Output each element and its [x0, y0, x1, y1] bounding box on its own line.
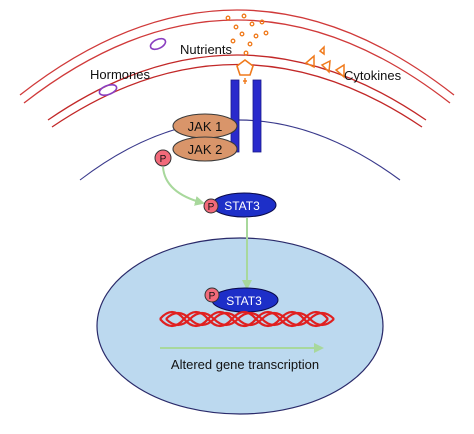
cytokine-triangle-icon	[304, 54, 315, 69]
outer-membrane-line-2	[23, 19, 451, 104]
nutrient-dot-icon	[233, 24, 239, 30]
nutrient-dots	[225, 13, 269, 56]
phosphate-stat3-cytoplasm	[203, 198, 219, 214]
dna-strand-4	[165, 311, 335, 327]
transcription-label: Altered gene transcription	[171, 357, 319, 372]
hormone-oval-icon	[98, 83, 118, 97]
cytokines-label: Cytokines	[344, 68, 402, 83]
cytoplasm-boundary-line	[79, 119, 401, 181]
nutrient-dot-icon	[241, 13, 247, 19]
nutrient-dot-icon	[225, 15, 231, 21]
receptor-right-chain	[252, 79, 262, 153]
outer-membrane-line-1	[19, 9, 455, 96]
hormone-oval-icon	[149, 37, 167, 51]
nutrient-dot-icon	[243, 50, 249, 56]
inner-membrane-line-2	[51, 63, 423, 128]
cytokine-triangles	[304, 45, 345, 79]
phosphate-stat3-nucleus	[204, 287, 220, 303]
nutrient-dot-icon	[249, 21, 255, 27]
jak2-label: JAK 2	[188, 142, 223, 157]
nutrients-label: Nutrients	[180, 42, 233, 57]
nutrient-dot-icon	[253, 33, 259, 39]
nutrient-dot-icon	[239, 31, 245, 37]
cytokine-triangle-icon	[318, 45, 325, 56]
activation-arrow	[162, 166, 205, 206]
nutrient-dot-icon	[259, 19, 265, 25]
cytokine-triangle-icon	[320, 59, 331, 74]
nutrient-dot-icon	[230, 38, 236, 44]
cytokine-triangle-icon	[334, 63, 345, 79]
phosphate-jak	[154, 149, 172, 167]
receptor-left-chain	[230, 79, 240, 153]
jak1-label: JAK 1	[188, 119, 223, 134]
nutrient-dot-icon	[263, 30, 269, 36]
stat3-cytoplasm-label: STAT3	[224, 199, 260, 213]
dna-helix-icon	[159, 310, 335, 328]
phosphate-jak-label: P	[160, 154, 167, 165]
jak2-protein	[172, 136, 238, 162]
hormones-label: Hormones	[90, 67, 150, 82]
nutrient-dot-icon	[247, 41, 253, 47]
dna-strand-3	[165, 311, 335, 327]
ligand-binding-mark	[243, 78, 247, 84]
inner-membrane-line-1	[47, 54, 427, 121]
phosphate-stat3-nucleus-label: P	[209, 291, 216, 302]
ligand-pentagon-icon	[236, 59, 254, 76]
phosphate-stat3-cytoplasm-label: P	[208, 202, 215, 213]
stat3-nucleus-label: STAT3	[226, 294, 262, 308]
